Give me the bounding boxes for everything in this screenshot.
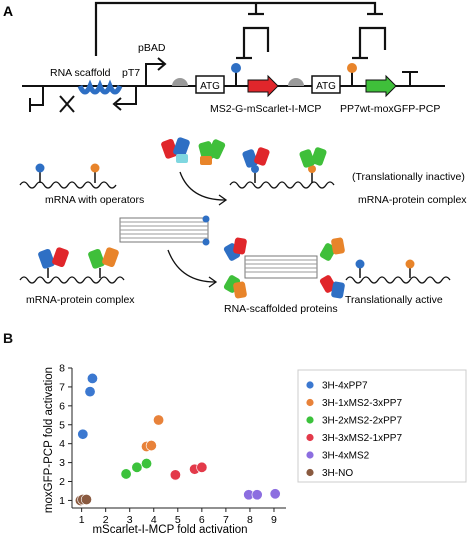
panel-b-letter: B (3, 330, 14, 346)
chart-legend: 3H-4xPP7 3H-1xMS2-3xPP7 3H-2xMS2-2xPP7 3H-3… (297, 369, 467, 483)
atg-label-2: ATG (316, 81, 336, 92)
translationally-active-mrna-icon (345, 259, 451, 284)
legend-marker (306, 451, 314, 459)
x-tick-label: 7 (223, 514, 229, 526)
rna-scaffold-glyph (77, 79, 123, 95)
y-tick-label: 5 (59, 419, 65, 431)
data-point-3h-4xms2 (269, 488, 281, 500)
legend-entry: 3H-2xMS2-2xPP7 (322, 416, 402, 427)
data-point-3h-3xms2-1xpp7 (196, 461, 208, 473)
legend-marker (306, 398, 314, 407)
data-point-3h-2xms2-2xpp7 (141, 458, 153, 470)
chart-axes: 1 2 3 4 5 6 7 8 9 1 2 3 4 5 6 7 8 (59, 363, 286, 526)
x-tick-label: 4 (151, 514, 157, 526)
y-tick-label: 2 (59, 476, 65, 488)
legend-entry: 3H-3xMS2-1xPP7 (322, 433, 402, 444)
panel-a-letter: A (3, 3, 13, 19)
legend-marker (306, 468, 314, 477)
arrow-1 (179, 171, 226, 201)
mscarlet-cds (247, 74, 279, 98)
arrow-2 (167, 249, 216, 283)
left-terminators (29, 86, 75, 113)
gene1-label: MS2-G-mScarlet-I-MCP (210, 103, 321, 115)
mrna-protein-complex-left-icon (19, 247, 125, 284)
x-tick-label: 3 (127, 514, 133, 526)
data-point-3h-4xpp7 (86, 372, 98, 384)
data-point-3h-2xms2-2xpp7 (131, 461, 143, 473)
legend-entry: 3H-4xPP7 (322, 381, 368, 392)
arrow-1-head (218, 194, 228, 206)
translationally-active-label: Translationally active (345, 294, 443, 306)
atg-label-1: ATG (200, 81, 220, 92)
scatter-chart: 1 2 3 4 5 6 7 8 9 1 2 3 4 5 6 7 8 mScarlet-I-MCP fold ac… (43, 363, 467, 536)
x-tick-label: 5 (175, 514, 181, 526)
y-tick-label: 7 (59, 381, 65, 393)
ms2-operator-icon (231, 63, 241, 86)
panel-a-figure: A RNA scaffold pT7 pBAD ATG (3, 1, 467, 315)
x-tick-label: 2 (103, 514, 109, 526)
atg-box-2 (311, 75, 341, 94)
right-terminator (402, 71, 418, 86)
rna-scaffold-structure-icon (119, 215, 210, 246)
rbs-2 (288, 78, 304, 86)
chart-points (74, 372, 281, 506)
atg-box-1 (195, 75, 225, 94)
pt7-promoter (112, 86, 137, 111)
x-tick-label: 8 (247, 514, 253, 526)
legend-box (297, 369, 467, 483)
data-point-3h-1xms2-3xpp7 (145, 440, 157, 452)
mrna-operators-label: mRNA with operators (45, 194, 144, 206)
legend-marker (306, 433, 314, 442)
rna-scaffolded-proteins-label: RNA-scaffolded proteins (224, 303, 338, 315)
y-tick-label: 1 (59, 495, 65, 507)
x-tick-label: 1 (79, 514, 85, 526)
rna-scaffold-label: RNA scaffold (50, 67, 111, 79)
data-point-3h-1xms2-3xpp7 (153, 414, 165, 426)
legend-entry: 3H-1xMS2-3xPP7 (322, 398, 402, 409)
arrow-2-head (208, 276, 218, 288)
pt7-label: pT7 (122, 67, 140, 79)
legend-entry: 3H-4xMS2 (322, 451, 370, 462)
data-point-3h-4xpp7 (77, 428, 89, 440)
y-tick-label: 8 (59, 363, 65, 375)
rbs-1 (172, 78, 188, 86)
legend-marker (306, 416, 314, 424)
pp7-operator-icon (347, 63, 357, 86)
y-tick-label: 3 (59, 457, 65, 469)
y-tick-label: 6 (59, 400, 65, 412)
mrna-protein-complex-icon (229, 147, 335, 189)
data-point-3h-4xpp7 (84, 386, 96, 398)
x-tick-label: 6 (199, 514, 205, 526)
data-point-3h-4xms2 (251, 489, 263, 501)
data-point-3h-3xms2-1xpp7 (169, 469, 181, 481)
translationally-inactive-label: (Translationally inactive) (352, 171, 465, 183)
rna-scaffolded-proteins-icon (223, 237, 345, 299)
legend-entry: 3H-NO (322, 468, 353, 479)
x-tick-label: 9 (271, 514, 277, 526)
pbad-label: pBAD (138, 42, 166, 54)
mrna-protein-complex-label-left: mRNA-protein complex (26, 294, 135, 306)
gene2-label: PP7wt-moxGFP-PCP (340, 103, 440, 115)
free-proteins-icon (161, 137, 226, 165)
data-point-3h-no (80, 493, 92, 505)
legend-marker (306, 381, 314, 389)
regulation-lines (94, 1, 387, 60)
mrna-with-operators-icon (19, 163, 117, 189)
y-tick-label: 4 (59, 438, 65, 450)
moxgfp-cds (365, 74, 397, 98)
x-axis-label: mScarlet-I-MCP fold activation (92, 524, 247, 536)
data-point-3h-2xms2-2xpp7 (120, 468, 132, 480)
y-axis-label: moxGFP-PCP fold activation (43, 367, 55, 513)
pbad-promoter (145, 57, 167, 86)
mrna-protein-complex-label-right: mRNA-protein complex (358, 194, 467, 206)
